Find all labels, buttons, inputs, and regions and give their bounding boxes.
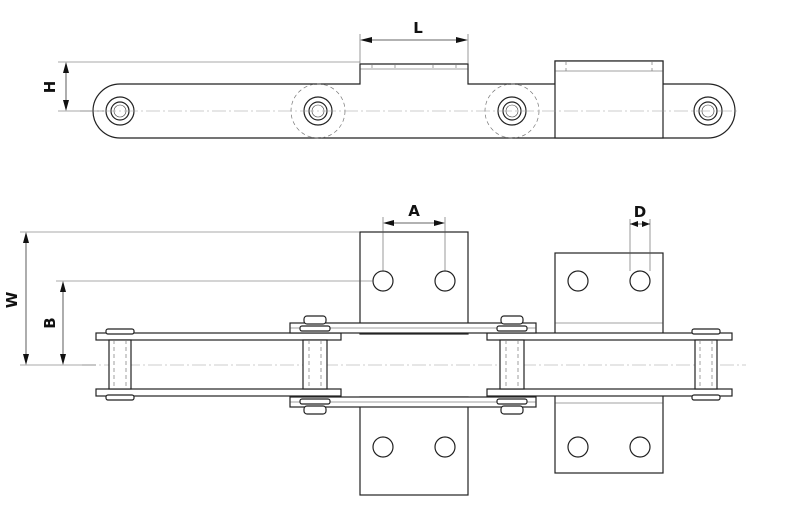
pin-head-1-bottom xyxy=(105,394,135,401)
dimension-label-L: L xyxy=(413,19,423,37)
bushing-4 xyxy=(694,339,718,390)
pin-head-4-bottom xyxy=(691,394,721,401)
bushing-1 xyxy=(108,339,132,390)
attachment-upper-left xyxy=(359,231,469,335)
plan-view: A D W B xyxy=(3,202,746,496)
dimension-A: A xyxy=(382,202,446,271)
dimension-label-D: D xyxy=(634,203,646,221)
pin-head-1-top xyxy=(105,328,135,335)
dimension-L: L xyxy=(359,19,469,64)
dimension-W: W xyxy=(3,231,360,366)
pin-head-4-top xyxy=(691,328,721,335)
dimension-label-H: H xyxy=(41,81,59,94)
side-attachment-block xyxy=(554,60,664,139)
attachment-lower-left xyxy=(359,396,469,496)
dimension-D: D xyxy=(629,203,651,271)
pin-head-3-top xyxy=(496,315,528,332)
dimension-label-B: B xyxy=(41,317,59,328)
pin-head-2-bottom xyxy=(299,398,331,415)
dimension-label-A: A xyxy=(408,202,420,220)
plate-inner-top-left xyxy=(95,332,342,341)
plate-inner-bottom-right xyxy=(486,388,733,397)
pin-head-3-bottom xyxy=(496,398,528,415)
dimension-H: H xyxy=(41,61,360,112)
pin-head-2-top xyxy=(299,315,331,332)
dimension-B: B xyxy=(41,280,373,365)
dimension-label-W: W xyxy=(3,291,21,308)
plate-inner-top-right xyxy=(486,332,733,341)
plate-inner-bottom-left xyxy=(95,388,342,397)
side-view: L H xyxy=(41,19,740,139)
attachment-lower-right xyxy=(554,392,664,474)
bushing-3 xyxy=(499,339,525,390)
attachment-upper-right xyxy=(554,252,664,336)
bushing-2 xyxy=(302,339,328,390)
